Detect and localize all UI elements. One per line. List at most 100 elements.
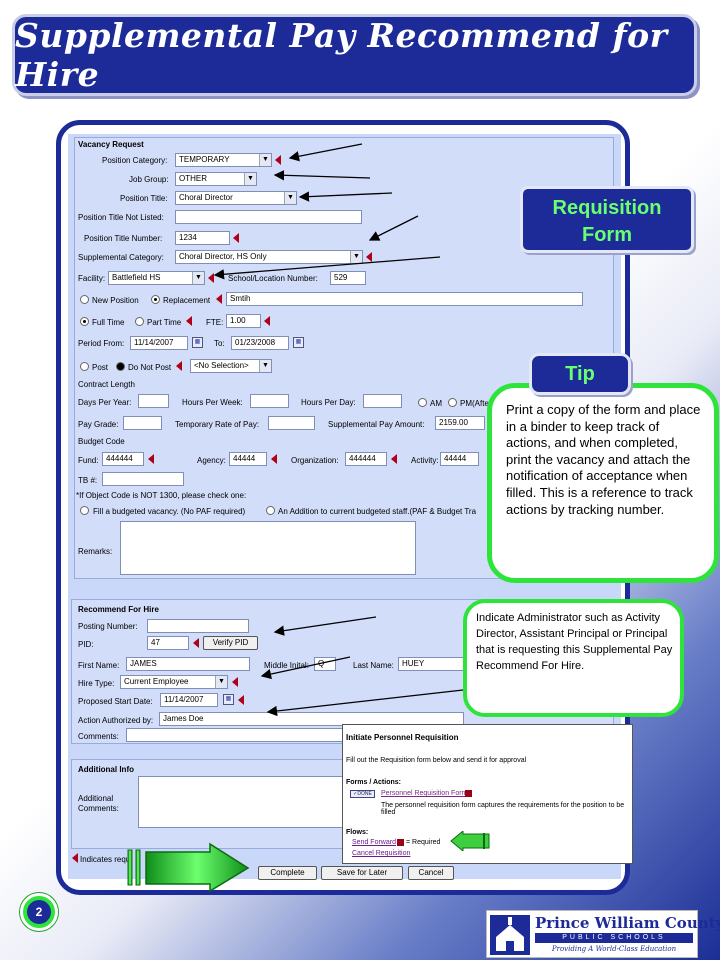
- supp-category-label: Supplemental Category:: [78, 253, 164, 262]
- new-position-radio[interactable]: [80, 295, 89, 304]
- small-green-arrow-icon: [450, 831, 490, 851]
- replacement-name-input[interactable]: Smtih: [226, 292, 583, 306]
- post-radio[interactable]: [80, 362, 89, 371]
- calendar-icon[interactable]: ▦: [192, 337, 203, 348]
- job-group-select[interactable]: OTHER▼: [175, 172, 257, 186]
- additional-comments-label-2: Comments:: [78, 804, 119, 813]
- chevron-down-icon: ▼: [284, 192, 296, 204]
- object-code-note: *If Object Code is NOT 1300, please chec…: [76, 491, 247, 500]
- done-badge: ✓DONE: [350, 790, 375, 798]
- pm-radio[interactable]: [448, 398, 457, 407]
- hours-per-week-input[interactable]: [250, 394, 289, 408]
- part-time-radio[interactable]: [135, 317, 144, 326]
- days-per-year-input[interactable]: [138, 394, 169, 408]
- fill-budgeted-radio[interactable]: [80, 506, 89, 515]
- form-description: The personnel requisition form captures …: [381, 802, 625, 816]
- logo-sub: PUBLIC SCHOOLS: [535, 933, 693, 943]
- tip-label: Tip: [529, 353, 631, 395]
- addition-label: An Addition to current budgeted staff.(P…: [278, 507, 477, 516]
- school-number-input[interactable]: 529: [330, 271, 366, 285]
- activity-label: Activity:: [411, 456, 439, 465]
- required-marker-icon: [232, 677, 238, 687]
- do-not-post-radio[interactable]: [116, 362, 125, 371]
- additional-section-title: Additional Info: [78, 765, 134, 774]
- fund-input[interactable]: 444444: [102, 452, 144, 466]
- posting-select[interactable]: <No Selection>▼: [190, 359, 272, 373]
- calendar-icon[interactable]: ▦: [223, 694, 234, 705]
- authorized-by-label: Action Authorized by:: [78, 716, 154, 725]
- school-number-label: School/Location Number:: [228, 274, 318, 283]
- verify-pid-button[interactable]: Verify PID: [203, 636, 258, 650]
- additional-comments-textarea[interactable]: [138, 776, 343, 828]
- posting-number-label: Posting Number:: [78, 622, 138, 631]
- agency-input[interactable]: 44444: [229, 452, 267, 466]
- start-date-input[interactable]: 11/14/2007: [160, 693, 218, 707]
- replacement-radio[interactable]: [151, 295, 160, 304]
- logo-tagline: Providing A World-Class Education: [551, 945, 677, 953]
- fte-input[interactable]: 1.00: [226, 314, 261, 328]
- first-name-input[interactable]: JAMES: [126, 657, 250, 671]
- required-legend-text: = Required: [406, 839, 441, 846]
- middle-initial-label: Middle Inital:: [264, 661, 309, 670]
- temp-rate-input[interactable]: [268, 416, 315, 430]
- contract-length-label: Contract Length: [78, 380, 135, 389]
- send-forward-link[interactable]: Send Forward: [352, 839, 396, 846]
- posting-number-input[interactable]: [147, 619, 249, 633]
- first-name-label: First Name:: [78, 661, 120, 670]
- supp-amount-input[interactable]: 2159.00: [435, 416, 485, 430]
- complete-button[interactable]: Complete: [258, 866, 317, 880]
- tb-input[interactable]: [102, 472, 184, 486]
- required-marker-icon: [233, 233, 239, 243]
- full-time-radio[interactable]: [80, 317, 89, 326]
- facility-select[interactable]: Battlefield HS▼: [108, 271, 205, 285]
- position-category-select[interactable]: TEMPORARY▼: [175, 153, 272, 167]
- period-to-input[interactable]: 01/23/2008: [231, 336, 289, 350]
- required-marker-icon: [186, 316, 192, 326]
- additional-comments-label-1: Additional: [78, 794, 114, 803]
- slide-title-banner: Supplemental Pay Recommend for Hire: [12, 14, 697, 96]
- position-title-label: Position Title:: [120, 194, 168, 203]
- supp-category-select[interactable]: Choral Director, HS Only▼: [175, 250, 363, 264]
- remarks-label: Remarks:: [78, 547, 113, 556]
- chevron-down-icon: ▼: [350, 251, 362, 263]
- addition-radio[interactable]: [266, 506, 275, 515]
- supp-amount-label: Supplemental Pay Amount:: [328, 420, 425, 429]
- requisition-form-callout: Requisition Form: [520, 186, 694, 253]
- agency-label: Agency:: [197, 456, 226, 465]
- hours-per-day-input[interactable]: [363, 394, 402, 408]
- personnel-requisition-popup: Initiate Personnel Requisition Fill out …: [342, 724, 633, 864]
- title-not-listed-label: Position Title Not Listed:: [78, 213, 164, 222]
- job-group-label: Job Group:: [129, 175, 169, 184]
- required-marker-icon: [193, 638, 199, 648]
- calendar-icon[interactable]: ▦: [293, 337, 304, 348]
- title-number-label: Position Title Number:: [84, 234, 163, 243]
- cancel-requisition-link[interactable]: Cancel Requisition: [352, 850, 411, 857]
- title-not-listed-input[interactable]: [175, 210, 362, 224]
- cancel-button[interactable]: Cancel: [408, 866, 454, 880]
- organization-input[interactable]: 444444: [345, 452, 387, 466]
- remarks-textarea[interactable]: [120, 521, 416, 575]
- pid-input[interactable]: 47: [147, 636, 189, 650]
- popup-title: Initiate Personnel Requisition: [346, 733, 459, 742]
- period-from-input[interactable]: 11/14/2007: [130, 336, 188, 350]
- am-radio[interactable]: [418, 398, 427, 407]
- hire-type-select[interactable]: Current Employee▼: [120, 675, 228, 689]
- chevron-down-icon: ▼: [259, 154, 271, 166]
- pay-grade-input[interactable]: [123, 416, 162, 430]
- position-title-select[interactable]: Choral Director▼: [175, 191, 297, 205]
- full-time-label: Full Time: [92, 318, 125, 327]
- middle-initial-input[interactable]: Q: [314, 657, 336, 671]
- required-legend: Indicates requi: [80, 855, 133, 864]
- personnel-requisition-form-link[interactable]: Personnel Requisition Form: [381, 790, 468, 797]
- fill-budgeted-label: Fill a budgeted vacancy. (No PAF require…: [93, 507, 246, 516]
- popup-instruction: Fill out the Requisition form below and …: [346, 757, 527, 764]
- activity-input[interactable]: 44444: [440, 452, 479, 466]
- required-marker-icon: [366, 252, 372, 262]
- pay-grade-label: Pay Grade:: [78, 420, 119, 429]
- start-date-label: Proposed Start Date:: [78, 697, 153, 706]
- tb-label: TB #:: [78, 476, 98, 485]
- title-number-input[interactable]: 1234: [175, 231, 230, 245]
- save-for-later-button[interactable]: Save for Later: [321, 866, 403, 880]
- comments-input[interactable]: [126, 728, 344, 742]
- required-square-icon: [465, 790, 472, 797]
